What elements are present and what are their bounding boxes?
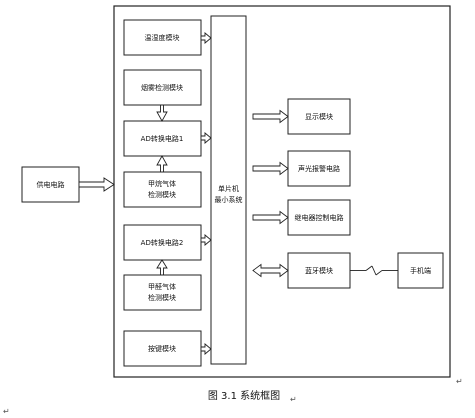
arrow-adc1-to-mcu [200,132,212,144]
block-temp-humidity: 温湿度模块 [123,19,202,56]
block-smoke-detect: 烟雾检测模块 [123,69,202,106]
arrow-smoke-to-adc1 [156,104,168,122]
block-keys: 按键模块 [123,330,202,367]
block-co-detect: 甲醛气体 检测模块 [123,274,202,311]
block-display-label: 显示模块 [305,112,333,121]
block-phone-label: 手机端 [410,266,431,275]
block-bluetooth-label: 蓝牙模块 [305,266,333,275]
block-power-label: 供电电路 [37,180,65,189]
arrow-mcu-to-alarm [252,161,289,176]
block-display: 显示模块 [287,98,351,135]
block-bluetooth: 蓝牙模块 [287,252,351,289]
arrow-mcu-bluetooth-bidirectional [252,263,289,278]
arrow-mcu-to-relay [252,210,289,225]
block-adc2: AD转换电路2 [123,224,202,261]
block-phone: 手机端 [397,252,444,289]
arrow-mcu-to-display [252,109,289,124]
block-adc1-label: AD转换电路1 [141,134,184,143]
block-methane-detect: 甲烷气体 检测模块 [123,171,202,208]
block-keys-label: 按键模块 [148,344,176,353]
figure-caption: 图 3.1 系统框图 [208,389,280,402]
block-mcu-label-1: 单片机 [218,184,239,193]
block-adc2-label: AD转换电路2 [141,238,184,247]
arrow-adc2-to-mcu [200,234,212,246]
paragraph-mark: ↵ [456,377,463,386]
arrow-methane-to-adc1 [156,155,168,173]
block-mcu-label-2: 最小系统 [215,195,243,204]
arrow-power-to-system [78,177,115,192]
block-alarm-label: 声光报警电路 [298,164,340,173]
arrow-co-to-adc2 [156,259,168,276]
block-alarm: 声光报警电路 [287,150,351,187]
block-adc1: AD转换电路1 [123,120,202,157]
paragraph-mark: ↵ [3,407,10,416]
block-temp-humidity-label: 温湿度模块 [145,33,180,42]
block-methane-detect-label-1: 甲烷气体 [148,179,176,188]
block-smoke-detect-label: 烟雾检测模块 [141,83,183,92]
block-relay: 继电器控制电路 [287,199,351,236]
paragraph-mark: ↵ [290,395,297,404]
system-frame [113,5,451,378]
block-mcu: 单片机 最小系统 [210,15,247,365]
block-power: 供电电路 [21,166,80,203]
wireless-link [350,265,398,276]
block-co-detect-label-1: 甲醛气体 [148,282,176,291]
block-methane-detect-label-2: 检测模块 [148,190,176,199]
block-relay-label: 继电器控制电路 [295,213,344,222]
arrow-temp-to-mcu [200,32,212,44]
block-co-detect-label-2: 检测模块 [148,293,176,302]
arrow-keys-to-mcu [200,343,212,355]
